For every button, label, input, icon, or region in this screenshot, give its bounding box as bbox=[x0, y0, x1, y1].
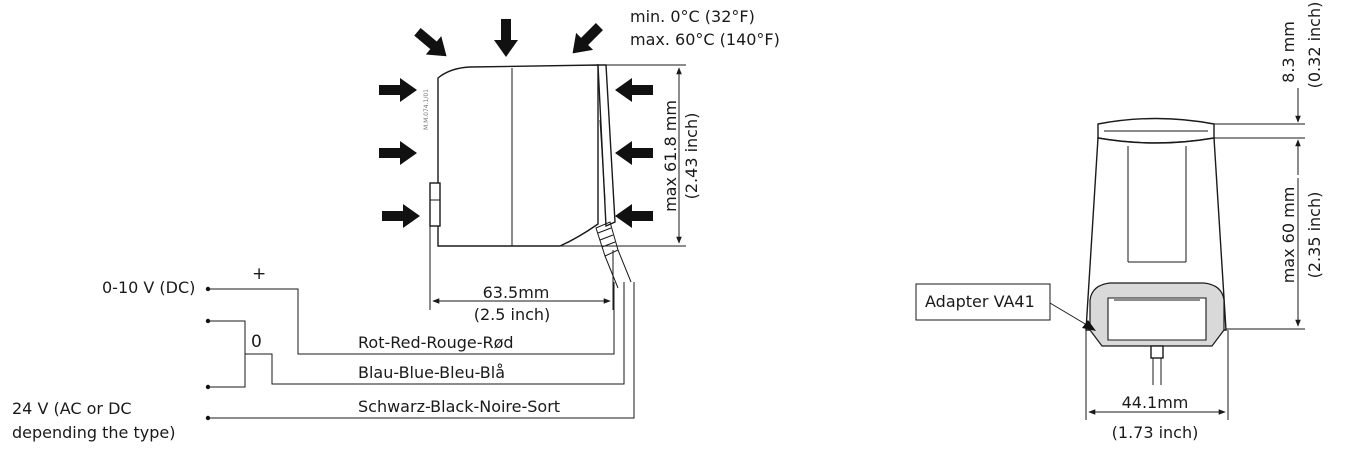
temp-max-label: max. 60°C (140°F) bbox=[630, 30, 780, 49]
arrow-icon bbox=[379, 141, 417, 165]
width-inch-label: (2.5 inch) bbox=[474, 305, 551, 324]
wire-black-label: Schwarz-Black-Noire-Sort bbox=[358, 397, 560, 416]
height-dimension-front: max 60 mm (2.35 inch) bbox=[1226, 178, 1324, 330]
arrow-icon bbox=[615, 78, 653, 102]
arrow-icon bbox=[379, 78, 417, 102]
temp-min-label: min. 0°C (32°F) bbox=[630, 7, 755, 26]
adapter-callout: Adapter VA41 bbox=[915, 283, 1096, 331]
plus-label: + bbox=[252, 264, 266, 284]
zero-label: 0 bbox=[251, 332, 262, 352]
width-dimension-side: 63.5mm (2.5 inch) bbox=[429, 226, 614, 324]
height-mm-label-front: max 60 mm bbox=[1279, 187, 1298, 284]
wiring-diagram: 0-10 V (DC) + 0 24 V (AC or DC depending… bbox=[12, 264, 635, 442]
height-inch-label: (2.43 inch) bbox=[682, 113, 701, 200]
arrow-icon bbox=[494, 19, 518, 57]
adapter-label: Adapter VA41 bbox=[925, 292, 1035, 311]
arrow-icon bbox=[564, 18, 608, 62]
supply-label-line1: 24 V (AC or DC bbox=[12, 399, 132, 418]
wire-black bbox=[208, 282, 635, 419]
supply-label-line2: depending the type) bbox=[12, 423, 175, 442]
part-code: M.M.074.1/01 bbox=[423, 89, 430, 130]
arrow-icon bbox=[615, 141, 653, 165]
actuator-body-side: M.M.074.1/01 bbox=[423, 64, 632, 289]
height-dimension-side: max 61.8 mm (2.43 inch) bbox=[560, 64, 701, 247]
front-view: Adapter VA41 8.3 mm (0.32 inch) max 60 m… bbox=[915, 2, 1324, 442]
width-mm-label-front: 44.1mm bbox=[1122, 393, 1189, 412]
arrow-icon bbox=[1082, 320, 1096, 331]
wire-red bbox=[208, 282, 615, 355]
top-dim-mm-label: 8.3 mm bbox=[1279, 21, 1298, 83]
wire-red-label: Rot-Red-Rouge-Rød bbox=[358, 333, 514, 352]
actuator-body-front bbox=[1085, 117, 1227, 385]
top-dimension-front: 8.3 mm (0.32 inch) bbox=[1214, 2, 1324, 175]
wire-blue bbox=[208, 282, 625, 388]
arrow-icon bbox=[382, 204, 420, 228]
signal-label: 0-10 V (DC) bbox=[102, 278, 195, 297]
width-dimension-front: 44.1mm (1.73 inch) bbox=[1085, 330, 1229, 442]
side-view: min. 0°C (32°F) max. 60°C (140°F) M.M.07… bbox=[379, 7, 780, 324]
width-inch-label-front: (1.73 inch) bbox=[1112, 423, 1199, 442]
height-inch-label-front: (2.35 inch) bbox=[1305, 192, 1324, 279]
height-mm-label: max 61.8 mm bbox=[661, 100, 680, 212]
width-mm-label: 63.5mm bbox=[483, 283, 550, 302]
arrow-icon bbox=[409, 22, 455, 66]
wire-blue-label: Blau-Blue-Bleu-Blå bbox=[358, 363, 505, 382]
arrow-icon bbox=[615, 204, 653, 228]
top-dim-inch-label: (0.32 inch) bbox=[1305, 2, 1324, 89]
